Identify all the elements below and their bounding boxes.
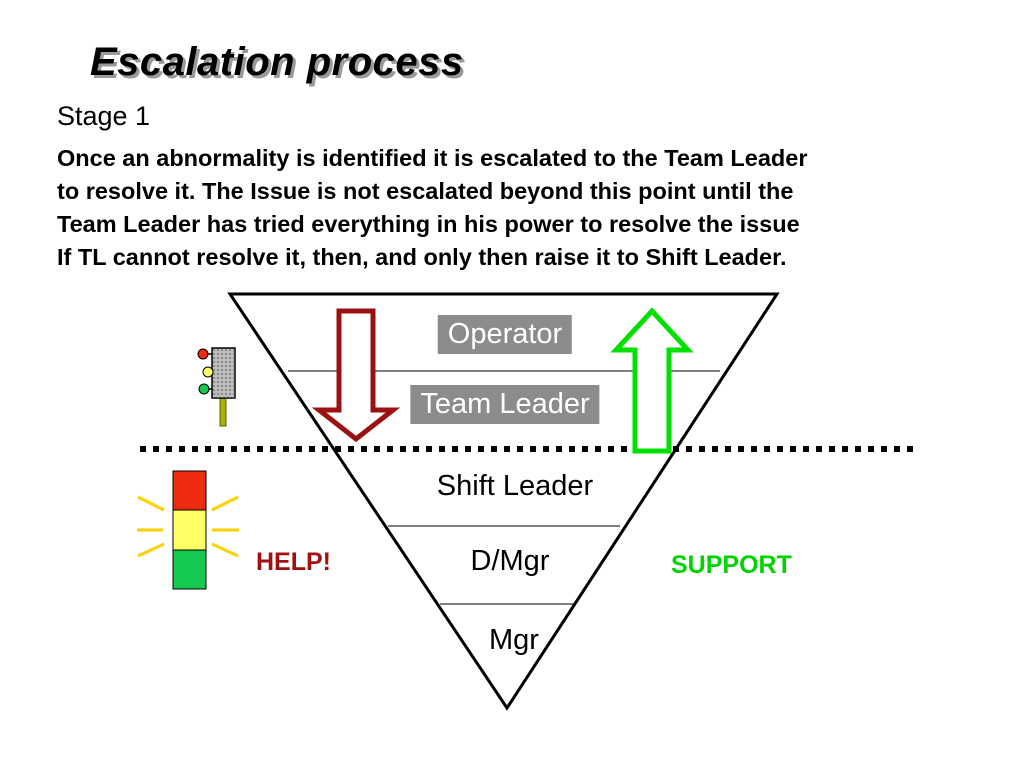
- level-shift-leader: Shift Leader: [436, 470, 594, 502]
- small-traffic-light-icon: [197, 347, 236, 427]
- large-traffic-light-icon: [137, 470, 239, 590]
- level-dept-manager: D/Mgr: [470, 545, 550, 577]
- level-team-leader: Team Leader: [410, 385, 600, 424]
- help-label: HELP!: [256, 548, 331, 576]
- level-operator: Operator: [437, 315, 573, 354]
- description-line: Team Leader has tried everything in his …: [57, 211, 800, 237]
- stage-description: Once an abnormality is identified it is …: [57, 142, 997, 274]
- level-manager: Mgr: [489, 624, 539, 656]
- down-arrow-icon: [311, 308, 401, 443]
- support-label: SUPPORT: [671, 551, 792, 579]
- stage-heading: Stage 1: [57, 101, 151, 131]
- up-arrow-icon: [610, 307, 694, 454]
- description-line: If TL cannot resolve it, then, and only …: [57, 244, 787, 270]
- description-line: to resolve it. The Issue is not escalate…: [57, 178, 794, 204]
- description-line: Once an abnormality is identified it is …: [57, 145, 808, 171]
- slide-title: Escalation process: [90, 40, 464, 84]
